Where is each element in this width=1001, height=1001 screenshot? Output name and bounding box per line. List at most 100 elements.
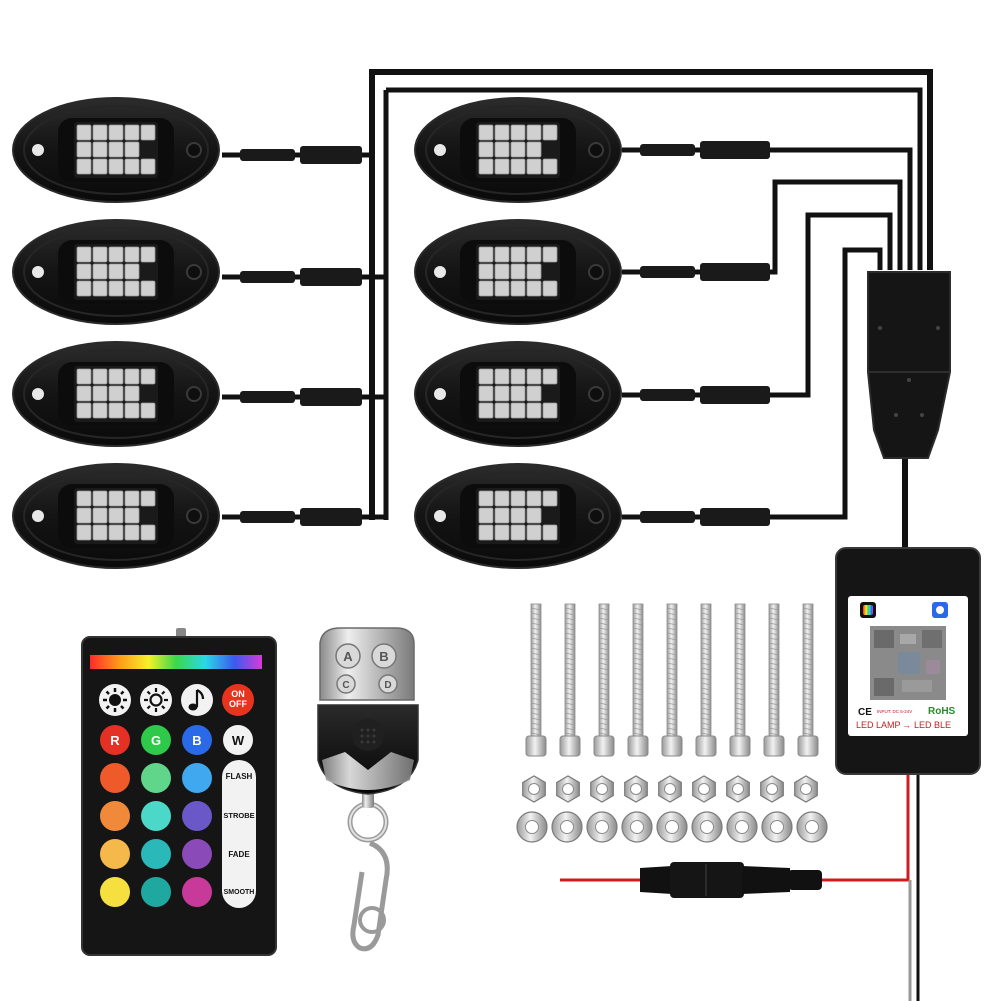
rock-light-pod <box>12 341 220 447</box>
hex-nut <box>726 775 750 803</box>
mounting-screw <box>627 603 649 757</box>
led-chip <box>478 524 494 541</box>
color-button[interactable] <box>100 763 130 793</box>
color-button[interactable] <box>182 763 212 793</box>
led-chip <box>526 246 542 263</box>
led-chip <box>124 158 140 175</box>
led-chip <box>510 280 526 297</box>
red-button[interactable]: R <box>100 725 130 755</box>
hex-nut <box>556 775 580 803</box>
led-chip <box>478 368 494 385</box>
led-chip <box>478 158 494 175</box>
led-chip <box>526 402 542 419</box>
fade-button[interactable]: FADE <box>228 850 250 859</box>
brightness-up-icon <box>103 688 127 712</box>
power-leads <box>560 774 920 1001</box>
color-button[interactable] <box>141 801 171 831</box>
led-chip <box>542 490 558 507</box>
power-button[interactable]: ON OFF <box>222 684 254 716</box>
smooth-button[interactable]: SMOOTH <box>224 889 255 896</box>
led-chip <box>494 490 510 507</box>
led-chip <box>510 402 526 419</box>
hex-nuts <box>522 775 818 803</box>
rock-light-pod <box>414 463 622 569</box>
flat-washer <box>551 811 583 843</box>
fob-button-a-label: A <box>343 649 353 664</box>
led-chip <box>108 507 124 524</box>
blue-button-label: B <box>192 733 201 748</box>
blue-button[interactable]: B <box>182 725 212 755</box>
color-button[interactable] <box>141 763 171 793</box>
color-button[interactable] <box>141 839 171 869</box>
music-button[interactable] <box>181 684 213 716</box>
led-chip <box>124 490 140 507</box>
fade-label: FADE <box>228 850 250 859</box>
led-chip <box>76 507 92 524</box>
led-chip <box>92 280 108 297</box>
led-chip <box>478 490 494 507</box>
mount-hole-icon <box>588 386 604 402</box>
led-chip <box>108 246 124 263</box>
flash-button[interactable]: FLASH <box>226 772 253 781</box>
led-chip <box>76 385 92 402</box>
led-chip <box>108 402 124 419</box>
fob-button-d[interactable]: D <box>378 674 398 694</box>
led-chip <box>92 507 108 524</box>
led-chip <box>76 368 92 385</box>
color-button[interactable] <box>100 877 130 907</box>
led-chip <box>526 385 542 402</box>
led-chip <box>526 158 542 175</box>
led-chip <box>526 368 542 385</box>
color-button[interactable] <box>141 877 171 907</box>
led-chip <box>478 385 494 402</box>
flat-washers <box>516 811 828 843</box>
brightness-up-button[interactable] <box>99 684 131 716</box>
red-button-label: R <box>110 733 120 748</box>
led-chip <box>510 124 526 141</box>
strobe-button[interactable]: STROBE <box>223 811 254 820</box>
led-chip <box>108 524 124 541</box>
led-chip <box>526 141 542 158</box>
mounting-screw <box>763 603 785 757</box>
flat-washer <box>621 811 653 843</box>
ce-mark: CE <box>858 707 872 718</box>
mounting-screw <box>559 603 581 757</box>
led-chip <box>140 280 156 297</box>
hex-nut <box>794 775 818 803</box>
hex-nut <box>658 775 682 803</box>
fob-button-d-label: D <box>384 680 391 691</box>
led-chip <box>510 158 526 175</box>
color-button[interactable] <box>100 801 130 831</box>
led-chip <box>76 263 92 280</box>
led-chip <box>92 141 108 158</box>
led-chip <box>108 141 124 158</box>
color-button[interactable] <box>182 877 212 907</box>
flat-washer <box>516 811 548 843</box>
color-button[interactable] <box>182 801 212 831</box>
led-chip <box>494 280 510 297</box>
led-chip <box>478 246 494 263</box>
led-chip <box>510 490 526 507</box>
led-chip <box>542 368 558 385</box>
qr-code-blurred <box>870 626 946 700</box>
flat-washer <box>761 811 793 843</box>
brightness-down-button[interactable] <box>140 684 172 716</box>
led-chip <box>140 402 156 419</box>
led-chip <box>76 158 92 175</box>
app-icon-left <box>860 602 876 618</box>
led-chip <box>124 263 140 280</box>
led-chip <box>526 490 542 507</box>
fob-button-a[interactable]: A <box>335 643 361 669</box>
led-chip <box>76 141 92 158</box>
color-button[interactable] <box>100 839 130 869</box>
green-button-label: G <box>151 733 161 748</box>
white-button[interactable]: W <box>223 725 253 755</box>
color-button[interactable] <box>182 839 212 869</box>
green-button[interactable]: G <box>141 725 171 755</box>
flat-washer <box>796 811 828 843</box>
flat-washer <box>656 811 688 843</box>
fob-button-c[interactable]: C <box>336 674 356 694</box>
led-chip <box>510 385 526 402</box>
fob-button-b[interactable]: B <box>371 643 397 669</box>
